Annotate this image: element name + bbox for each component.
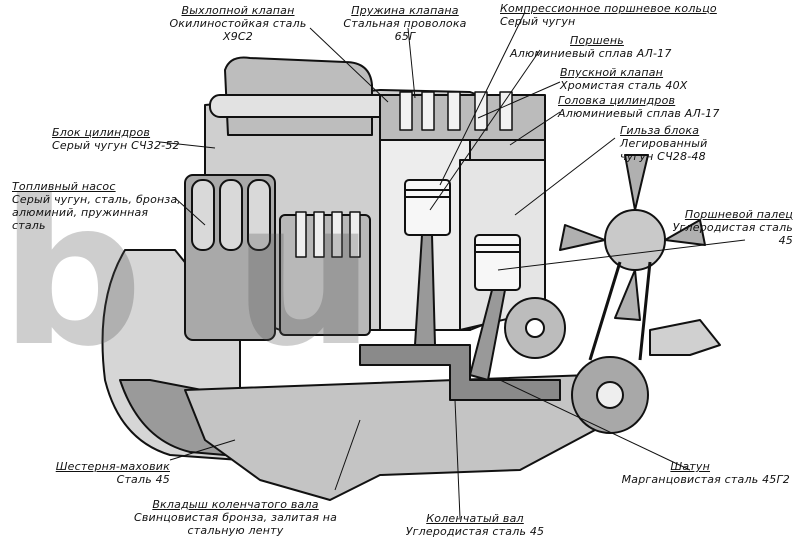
label-cylinder-head-material: Алюминиевый сплав АЛ-17 <box>558 107 720 120</box>
label-valve-spring-material: Стальная проволока 65Г <box>343 17 467 43</box>
label-piston: Поршень Алюминиевый сплав АЛ-17 <box>510 34 672 60</box>
label-crankshaft-bearing-material: Свинцовистая бронза, залитая на стальную… <box>133 511 338 537</box>
label-cylinder-block-title: Блок цилиндров <box>52 126 151 139</box>
label-intake-valve-material: Хромистая сталь 40Х <box>560 79 688 92</box>
label-block-sleeve-material: Легированный чугун СЧ28-48 <box>620 137 708 163</box>
label-flywheel-gear-title: Шестерня-маховик <box>55 460 170 473</box>
label-exhaust-valve-title: Выхлопной клапан <box>181 4 295 17</box>
label-piston-pin: Поршневой палец Углеродистая сталь 45 <box>665 208 793 247</box>
label-connecting-rod: Шатун Марганцовистая сталь 45Г2 <box>600 460 790 486</box>
label-intake-valve-title: Впускной клапан <box>560 66 664 79</box>
fan-hub <box>604 209 666 271</box>
label-fuel-pump-title: Топливный насос <box>12 180 116 193</box>
piston-2 <box>474 234 521 291</box>
label-cylinder-block-material: Серый чугун СЧ32-52 <box>52 139 180 152</box>
label-valve-spring: Пружина клапана Стальная проволока 65Г <box>340 4 470 43</box>
label-cylinder-head: Головка цилиндров Алюминиевый сплав АЛ-1… <box>558 94 720 120</box>
label-crankshaft-bearing: Вкладыш коленчатого вала Свинцовистая бр… <box>128 498 343 537</box>
label-compression-ring-material: Серый чугун <box>500 15 576 28</box>
manifold-pipe <box>209 94 391 118</box>
label-crankshaft: Коленчатый вал Углеродистая сталь 45 <box>395 512 555 538</box>
label-piston-title: Поршень <box>570 34 624 47</box>
label-valve-spring-title: Пружина клапана <box>351 4 459 17</box>
label-piston-pin-material: Углеродистая сталь 45 <box>672 221 793 247</box>
label-crankshaft-title: Коленчатый вал <box>426 512 524 525</box>
fan-belt <box>588 261 652 361</box>
label-fuel-pump-material: Серый чугун, сталь, бронза, алюминий, пр… <box>12 193 182 232</box>
label-cylinder-block: Блок цилиндров Серый чугун СЧ32-52 <box>52 126 180 152</box>
label-exhaust-valve-material: Окилиностойкая сталь Х9С2 <box>169 17 307 43</box>
label-intake-valve: Впускной клапан Хромистая сталь 40Х <box>560 66 688 92</box>
label-compression-ring: Компрессионное поршневое кольцо Серый чу… <box>500 2 717 28</box>
crankshaft-shape <box>359 344 561 401</box>
label-crankshaft-material: Углеродистая сталь 45 <box>405 525 545 538</box>
label-block-sleeve: Гильза блока Легированный чугун СЧ28-48 <box>620 124 740 163</box>
label-piston-pin-title: Поршневой палец <box>684 208 793 221</box>
label-piston-material: Алюминиевый сплав АЛ-17 <box>510 47 672 60</box>
label-compression-ring-title: Компрессионное поршневое кольцо <box>500 2 717 15</box>
label-crankshaft-bearing-title: Вкладыш коленчатого вала <box>152 498 319 511</box>
label-flywheel-gear: Шестерня-маховик Сталь 45 <box>40 460 170 486</box>
label-cylinder-head-title: Головка цилиндров <box>558 94 676 107</box>
leader-lines <box>159 11 746 519</box>
label-flywheel-gear-material: Сталь 45 <box>116 473 170 486</box>
fan-blades <box>559 154 706 321</box>
label-exhaust-valve: Выхлопной клапан Окилиностойкая сталь Х9… <box>168 4 308 43</box>
label-connecting-rod-title: Шатун <box>670 460 710 473</box>
piston-1 <box>404 179 451 236</box>
label-block-sleeve-title: Гильза блока <box>620 124 700 137</box>
label-connecting-rod-material: Марганцовистая сталь 45Г2 <box>621 473 790 486</box>
label-fuel-pump: Топливный насос Серый чугун, сталь, брон… <box>12 180 182 232</box>
front-bracket <box>649 319 721 356</box>
